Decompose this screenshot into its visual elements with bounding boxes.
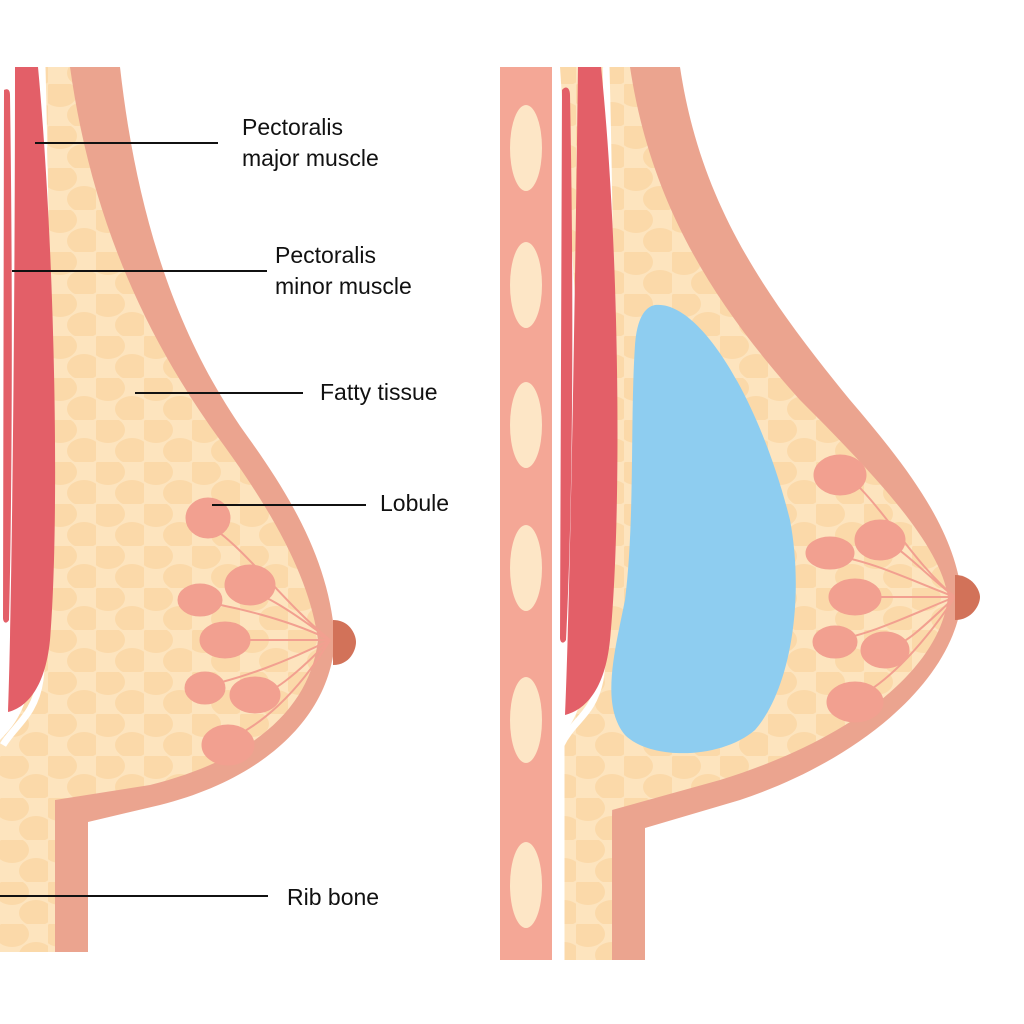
label-pectoralis-minor: Pectoralis minor muscle bbox=[275, 240, 412, 302]
implant bbox=[611, 304, 796, 754]
label-line-2: major muscle bbox=[242, 145, 379, 171]
pectoralis-minor bbox=[3, 89, 12, 623]
leader-lines bbox=[0, 142, 366, 897]
label-line-1: Pectoralis bbox=[275, 242, 376, 268]
label-rib-bone: Rib bone bbox=[287, 884, 380, 910]
pectoralis-major bbox=[8, 67, 56, 712]
lobules bbox=[805, 454, 956, 723]
label-line-1: Pectoralis bbox=[242, 114, 343, 140]
label-lobule: Lobule bbox=[380, 490, 450, 516]
label-fatty-tissue: Fatty tissue bbox=[320, 379, 438, 405]
rib-column bbox=[500, 67, 552, 960]
label-line-2: minor muscle bbox=[275, 273, 412, 299]
natural-breast bbox=[0, 66, 356, 952]
pectoralis-minor bbox=[560, 87, 573, 643]
pectoralis-major bbox=[565, 67, 618, 715]
nipple bbox=[955, 575, 980, 620]
nipple bbox=[333, 620, 356, 665]
label-pectoralis-major: Pectoralis major muscle bbox=[242, 112, 379, 174]
implant-breast bbox=[500, 66, 980, 960]
rib-bones bbox=[510, 105, 542, 928]
lobules bbox=[177, 497, 331, 766]
